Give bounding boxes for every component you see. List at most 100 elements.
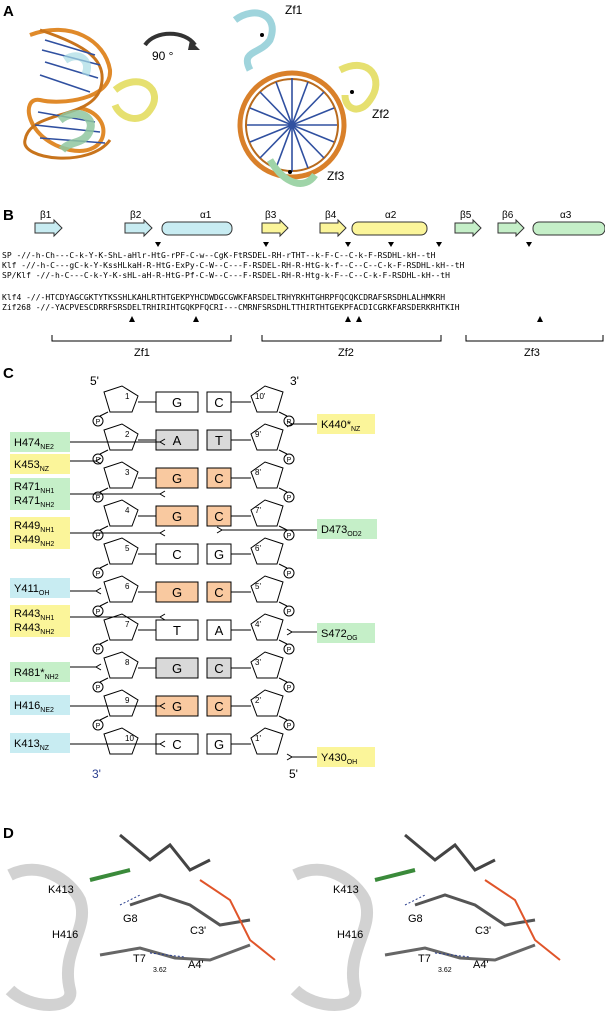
base-right-letter: T: [215, 433, 223, 448]
panel-a-structure-right: [232, 9, 380, 187]
base-left: [155, 467, 199, 489]
base-left-letter: A: [173, 433, 182, 448]
arrow-icon: [95, 663, 102, 671]
bracket-zf3-label: Zf3: [524, 347, 540, 359]
base-left-letter: G: [172, 661, 182, 676]
struct-label-c3: C3': [475, 925, 491, 937]
phosphate-left-icon: [92, 643, 104, 655]
sugar-left-icon: [103, 385, 139, 413]
contact-label-box: [317, 519, 377, 539]
seq-spklf: SP/Klf -//-h-C---C-k-Y-K-sHL-aH-R-HtG-Pf…: [2, 271, 450, 280]
base-right-letter: C: [214, 585, 223, 600]
arrow-icon: [159, 438, 166, 446]
contact-label-box: [317, 623, 375, 643]
beta4-arrow-icon: [319, 218, 347, 238]
domain-brackets: [51, 335, 604, 342]
svg-text:P: P: [287, 723, 292, 730]
sugar-right-icon: [250, 613, 284, 641]
nucleotide-number-prime: 3': [255, 658, 261, 667]
contact-label-box: [10, 695, 70, 715]
struct-label-k413: K413: [333, 884, 359, 896]
nucleotide-number: 5: [125, 544, 130, 553]
beta5-label: β5: [460, 210, 472, 221]
sugar-right-icon: [250, 651, 284, 679]
panel-d-label: D: [3, 825, 14, 842]
struct-label-h416: H416: [52, 929, 78, 941]
contact-label: K413NZ: [10, 733, 166, 753]
base-left: [155, 581, 199, 603]
sugar-right-icon: [250, 689, 284, 717]
secondary-structure-row: β1 β2 α1 β3 β4 α2 β5 β6 α3: [34, 210, 605, 238]
svg-text:P: P: [96, 495, 101, 502]
sugar-right-icon: [250, 727, 284, 755]
five-prime-bottom: 5': [289, 767, 298, 781]
sugar-right-icon: [250, 499, 284, 527]
nucleotide-number: 9: [125, 696, 130, 705]
nucleotide-number: 3: [125, 468, 130, 477]
nucleotide-number-prime: 7': [255, 506, 261, 515]
beta6-arrow-icon: [497, 218, 525, 238]
base-right-letter: G: [214, 547, 224, 562]
svg-text:P: P: [96, 457, 101, 464]
base-left: [155, 619, 199, 641]
contact-label: S472OG: [286, 623, 375, 643]
struct-label-g8: G8: [123, 913, 138, 925]
rotation-arrow-icon: [143, 31, 197, 47]
contact-label-box: [10, 454, 70, 474]
svg-text:P: P: [287, 685, 292, 692]
alpha3-cylinder-icon: [532, 221, 605, 236]
rotation-arrowhead-icon: [188, 40, 200, 50]
contact-label-box: [10, 517, 70, 549]
struct-label-c3: C3': [190, 925, 206, 937]
phosphate-right-icon: [283, 681, 295, 693]
rotation-label: 90 °: [152, 49, 174, 63]
contact-label-box: [10, 662, 70, 682]
nucleotide-number-prime: 1': [255, 734, 261, 743]
base-left: [155, 391, 199, 413]
svg-text:P: P: [287, 571, 292, 578]
sugar-right-icon: [250, 575, 284, 603]
svg-text:P: P: [96, 419, 101, 426]
alpha2-label: α2: [385, 210, 397, 221]
struct-label-k413: K413: [48, 884, 74, 896]
contact-label: H416NE2: [10, 695, 166, 715]
base-right-letter: C: [214, 509, 223, 524]
sugar-left-icon: [103, 423, 139, 451]
base-right-letter: C: [214, 699, 223, 714]
sugar-left-icon: [103, 575, 139, 603]
seq-sp: SP -//-h-Ch---C-k-Y-K-ShL-aHlr-HtG-rPF-C…: [2, 251, 436, 260]
beta3-arrow-icon: [261, 218, 289, 238]
svg-text:P: P: [287, 609, 292, 616]
contact-label-box: [10, 478, 70, 510]
base-right-letter: C: [214, 471, 223, 486]
seq-zif268: Zif268 -//-YACPVESCDRRFSRSDELTRHIRIHTGQK…: [2, 303, 460, 312]
beta1-label: β1: [40, 210, 52, 221]
phosphate-left-icon: [92, 719, 104, 731]
svg-text:P: P: [96, 609, 101, 616]
arrow-icon: [159, 613, 166, 621]
svg-text:P: P: [96, 571, 101, 578]
sugar-right-icon: [250, 423, 284, 451]
contact-label: H474NE2: [10, 432, 166, 452]
struct-label-g8: G8: [408, 913, 423, 925]
beta4-label: β4: [325, 210, 337, 221]
nucleotide-number: 4: [125, 506, 130, 515]
sugar-left-icon: [103, 689, 139, 717]
arrow-icon: [216, 526, 223, 534]
nucleotide-number-prime: 6': [255, 544, 261, 553]
base-left-letter: C: [172, 737, 181, 752]
beta3-label: β3: [265, 210, 277, 221]
beta2-arrow-icon: [124, 218, 153, 238]
